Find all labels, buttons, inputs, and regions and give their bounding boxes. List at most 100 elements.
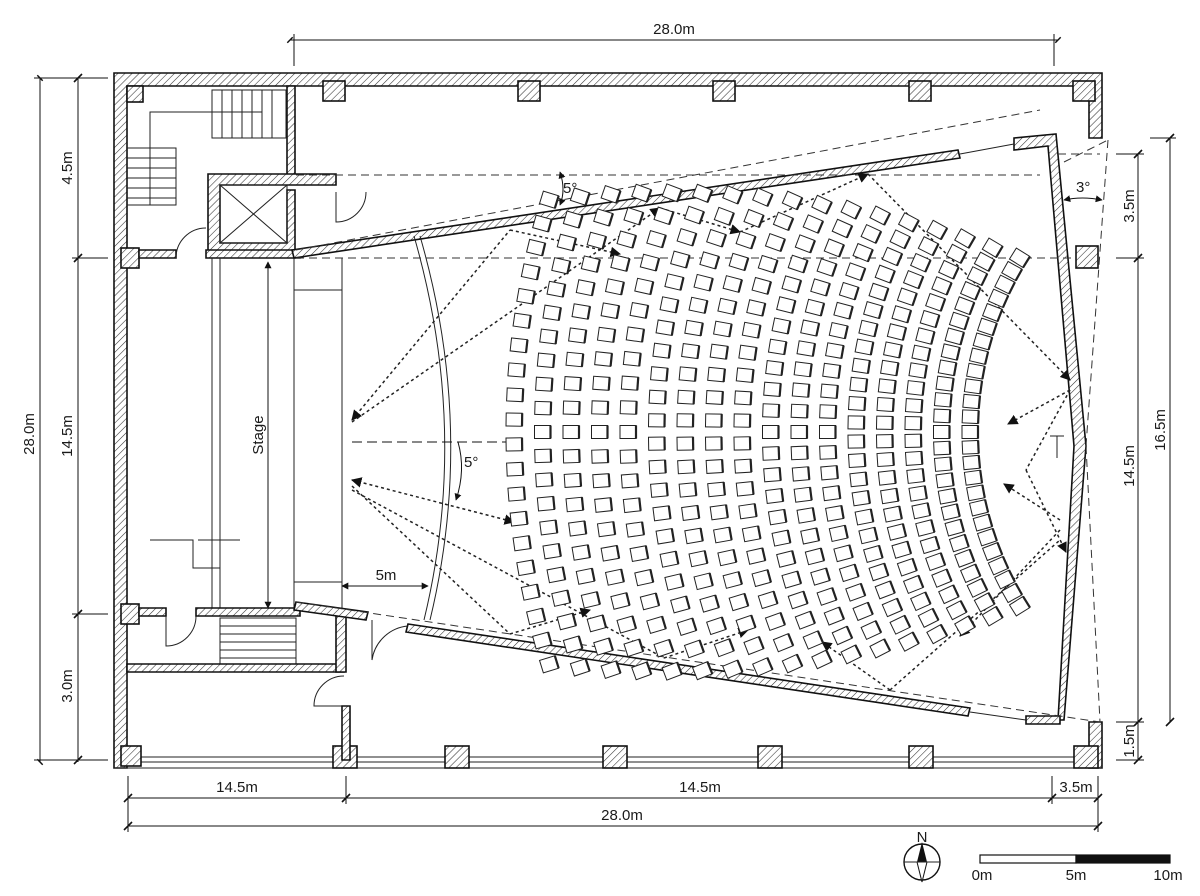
seat [819,445,837,460]
seat-back [984,499,990,513]
seat-back [815,527,821,541]
seat [620,375,639,391]
seat [904,450,923,466]
seat [963,469,983,486]
seat [926,219,948,241]
seat-back [840,345,845,359]
seat [534,448,552,464]
seat-back [722,482,726,496]
seat-back [891,398,895,412]
seat-back [802,260,809,274]
seat-back [939,227,949,241]
seat-back [950,472,955,486]
seat-back [584,658,591,672]
seat-back [521,388,525,402]
seat [877,469,897,486]
seat-back [708,278,714,292]
seat-back [586,306,592,320]
seat-back [959,600,968,613]
seat-back [631,235,638,249]
seat-back [531,290,536,305]
seat-back [703,300,709,314]
seat-back [732,301,738,315]
seat-back [615,305,621,319]
seat-back [541,607,547,622]
seat-back [815,323,821,337]
seat [791,466,810,482]
seat [966,577,988,598]
seat-back [811,507,817,521]
seat-back [722,368,726,382]
seat-back [923,365,928,379]
seat [917,236,940,257]
seat [562,425,580,439]
seat-back [923,485,928,499]
seat-back [761,303,767,317]
seat-back [714,594,720,608]
seat-back [625,592,631,606]
seat-back [939,552,947,566]
seat-back [615,545,621,559]
seat [765,488,784,504]
seat-back [645,189,653,203]
seat [620,473,639,489]
seat-back [531,559,536,574]
seat [954,615,976,636]
seat-back [720,616,727,630]
seat [619,425,637,439]
seat [847,434,865,449]
seat-back [1008,569,1016,583]
seat [648,389,667,405]
seat-back [661,616,667,630]
seat-back [679,277,685,291]
seat-back [981,366,986,380]
seat-back [843,525,849,539]
seat [840,644,862,665]
seat-back [977,395,982,409]
seat-back [895,362,900,376]
seat-back [766,193,774,207]
seat-back [934,536,941,550]
seat [933,440,951,456]
seat-back [609,497,614,511]
seat-back [571,237,578,252]
seat-back [866,490,871,504]
seat-back [749,391,753,405]
seat [869,205,891,226]
seat-back [676,661,683,675]
seat-back [583,329,588,344]
seat-back [553,195,560,209]
seat-back [795,653,804,667]
stage: Stage [250,258,343,609]
seat-back [780,362,785,376]
seat-back [906,310,913,324]
seat [647,413,666,428]
seat-back [945,568,953,582]
seat-row [961,247,1031,617]
seat [509,337,529,354]
seat-back [843,325,849,339]
seat [506,461,524,477]
seat-back [874,620,883,634]
seat-back [806,446,809,460]
seat [678,482,697,498]
seat-row [847,212,920,652]
seat [889,614,911,635]
seat-back [963,534,970,548]
seat-back [728,212,735,226]
seat-back [668,639,675,653]
seat [536,495,556,512]
seat-back [893,380,897,394]
seat-back [873,527,879,541]
seat-back [751,481,755,495]
seat-back [952,266,960,280]
seat [619,449,638,464]
seat-back [854,644,863,658]
seat-back [930,331,936,345]
seat-back [967,615,977,628]
seat [563,376,582,392]
seat-back [883,288,890,302]
seat [820,465,839,481]
seat [562,400,581,416]
seat [591,400,609,415]
